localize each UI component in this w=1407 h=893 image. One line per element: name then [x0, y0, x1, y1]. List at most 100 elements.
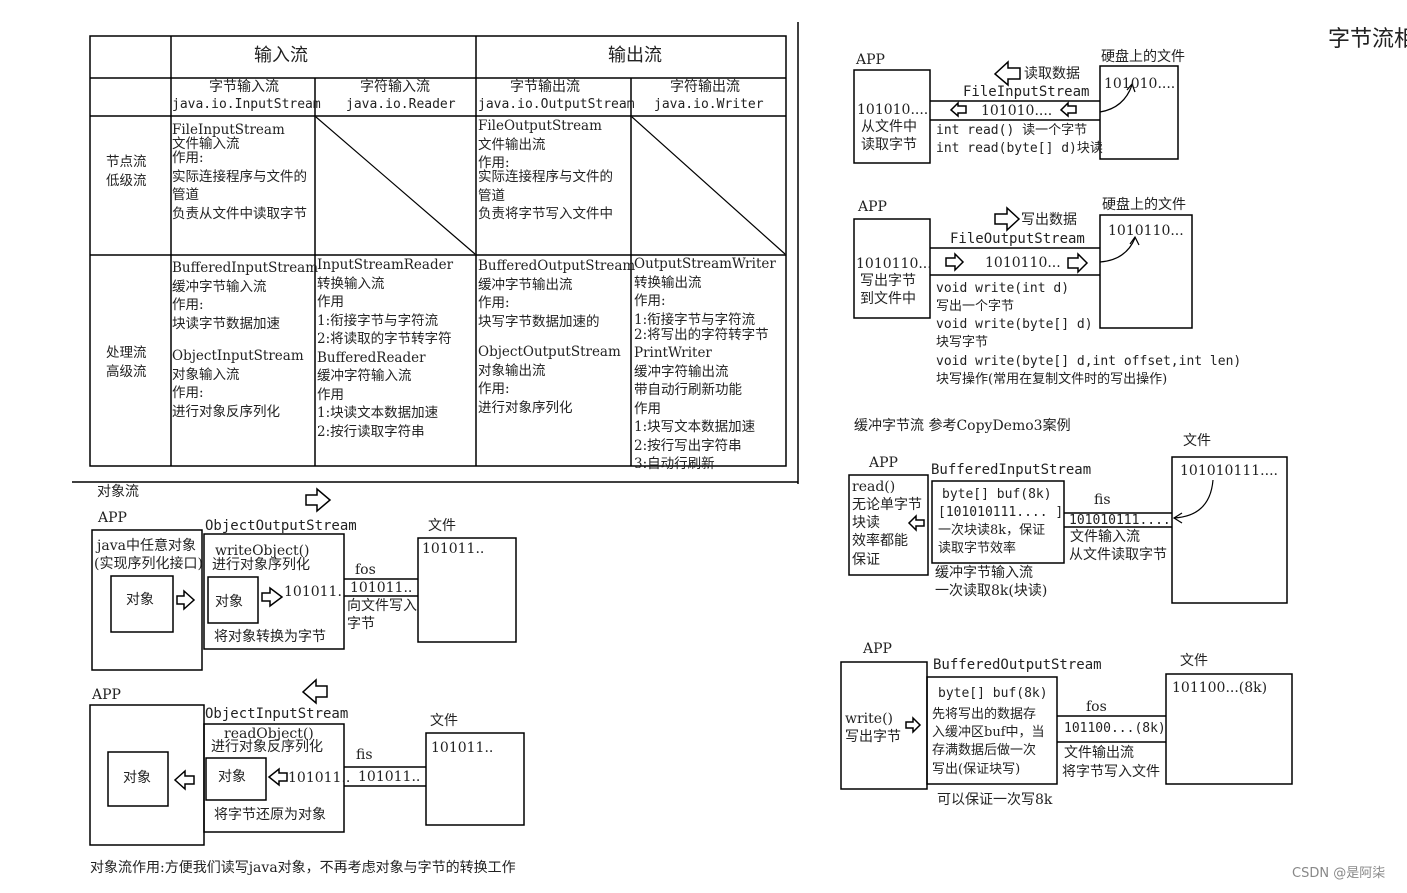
fos-pipe-bytes: 1010110...: [985, 255, 1061, 271]
col-char-input-class: java.io.Reader: [346, 97, 456, 112]
oos-app-label: APP: [98, 510, 127, 526]
ois-object-box: 对象: [123, 770, 151, 786]
col-byte-output-name: 字节输出流: [510, 79, 580, 95]
bis-app-text-3: 块读: [852, 515, 880, 531]
bos-buf-text-2: 先将写出的数据存: [932, 707, 1037, 722]
col-char-output-class: java.io.Writer: [654, 97, 764, 112]
bis-below-2: 一次读取8k(块读): [935, 583, 1048, 599]
ois-bytes: 101011..: [288, 770, 351, 786]
bis-buf-text-1: byte[] buf(8k): [942, 487, 1052, 502]
object-stream-title: 对象流: [97, 484, 139, 500]
fis-action: 读取数据: [1024, 66, 1080, 82]
fos-method-2: void write(byte[] d): [936, 317, 1093, 332]
ois-app-label: APP: [92, 687, 121, 703]
ois-method-desc: 进行对象反序列化: [211, 739, 323, 755]
bis-file-label: 文件: [1183, 433, 1211, 449]
arrow-left-icon: [993, 60, 1021, 87]
bis-fis-label: fis: [1094, 492, 1111, 508]
row-label-node: 节点流低级流: [106, 154, 147, 189]
bos-app-label: APP: [863, 641, 892, 657]
oos-method-desc: 进行对象序列化: [212, 557, 310, 573]
bos-app-text-1: write(): [845, 711, 893, 727]
arrow-right-icon: [261, 586, 284, 608]
oos-desc: 将对象转换为字节: [214, 629, 326, 645]
col-char-output-name: 字符输出流: [670, 79, 740, 95]
oos-object-box: 对象: [126, 592, 154, 608]
col-byte-output-class: java.io.OutputStream: [478, 97, 635, 112]
ois-file-content: 101011..: [431, 740, 494, 756]
ois-fis-label: fis: [356, 747, 373, 763]
bos-buf-text-1: byte[] buf(8k): [938, 686, 1048, 701]
bos-app-text-2: 写出字节: [845, 729, 901, 745]
oos-app-text-1: java中任意对象: [97, 538, 196, 554]
arrow-right-icon: [945, 252, 965, 272]
bis-below-1: 缓冲字节输入流: [935, 565, 1033, 581]
row-label-process: 处理流高级流: [106, 345, 147, 380]
arrow-right-icon: [1067, 252, 1089, 274]
ois-inner-object: 对象: [218, 769, 246, 785]
oos-fos-bytes: 101011..: [350, 580, 413, 596]
oos-method: writeObject(): [215, 543, 310, 559]
fos-disk-label: 硬盘上的文件: [1102, 197, 1186, 213]
fos-method-1: void write(int d): [936, 281, 1070, 296]
fos-app-label: APP: [858, 199, 887, 215]
oos-app-text-2: (实现序列化接口): [94, 556, 203, 572]
arrow-right-icon: [905, 716, 922, 734]
bis-buf-text-3: 一次块读8k，保证: [938, 523, 1046, 538]
arrow-right-icon: [994, 206, 1021, 232]
bos-buf-text-5: 写出(保证块写): [932, 762, 1021, 777]
fis-file-content: 101010....: [1104, 76, 1176, 92]
col-byte-input-class: java.io.InputStream: [172, 97, 321, 112]
fis-app-label: APP: [856, 52, 885, 68]
fis-app-text-2: 从文件中: [861, 119, 917, 135]
oos-fos-label: fos: [355, 562, 376, 578]
arrow-left-icon: [907, 514, 925, 532]
bis-app-text-5: 保证: [852, 552, 880, 568]
bis-file-content: 101010111....: [1180, 463, 1278, 479]
fos-app-text-3: 到文件中: [860, 291, 916, 307]
fos-app-text-1: 1010110...: [856, 256, 932, 272]
bis-app-text-2: 无论单字节: [852, 497, 922, 513]
output-stream-header: 输出流: [608, 45, 662, 66]
bis-buf-text-2: [101010111.... ]: [938, 505, 1064, 520]
arrow-left-icon: [1059, 101, 1077, 118]
oos-file-content: 101011..: [422, 541, 485, 557]
ois-desc: 将字节还原为对象: [214, 807, 326, 823]
fos-method-3-desc: 块写操作(常用在复制文件时的写出操作): [936, 372, 1168, 387]
oos-inner-object: 对象: [215, 594, 243, 610]
watermark: CSDN @是阿柒: [1292, 866, 1386, 881]
ois-file-label: 文件: [430, 713, 458, 729]
fos-method-1-desc: 写出一个字节: [936, 299, 1015, 314]
bis-fis-desc-2: 从文件读取字节: [1069, 547, 1167, 563]
bos-fos-desc-2: 将字节写入文件: [1062, 764, 1160, 780]
bos-buf-text-3: 入缓冲区buf中，当: [932, 725, 1045, 740]
arrow-left-icon: [949, 101, 967, 118]
input-stream-header: 输入流: [254, 45, 308, 66]
fos-file-content: 1010110...: [1108, 223, 1184, 239]
col-char-input-name: 字符输入流: [360, 79, 430, 95]
ois-fis-bytes: 101011..: [358, 769, 421, 785]
ois-method: readObject(): [224, 726, 314, 742]
fos-method-2-desc: 块写字节: [936, 335, 989, 350]
fis-stream-name: FileInputStream: [963, 84, 1090, 100]
arrow-right-icon: [305, 487, 332, 513]
arrow-left-icon: [267, 767, 288, 787]
bos-below: 可以保证一次写8k: [937, 792, 1053, 808]
fis-app-text-1: 101010....: [857, 102, 929, 118]
col-byte-input-name: 字节输入流: [209, 79, 279, 95]
arrow-left-icon: [301, 678, 328, 705]
fis-method-1: int read() 读一个字节: [936, 123, 1088, 138]
ois-stream-name: ObjectInputStream: [205, 706, 349, 722]
bis-app-text-1: read(): [852, 479, 896, 495]
fis-pipe-bytes: 101010....: [981, 103, 1053, 119]
bos-stream-name: BufferedOutputStream: [933, 657, 1102, 673]
bos-buf-text-4: 存满数据后做一次: [932, 743, 1037, 758]
byte-stream-title: 字节流相: [1328, 27, 1407, 52]
fos-stream-name: FileOutputStream: [950, 231, 1085, 247]
oos-bytes: 101011..: [284, 584, 347, 600]
fos-action: 写出数据: [1021, 212, 1077, 228]
